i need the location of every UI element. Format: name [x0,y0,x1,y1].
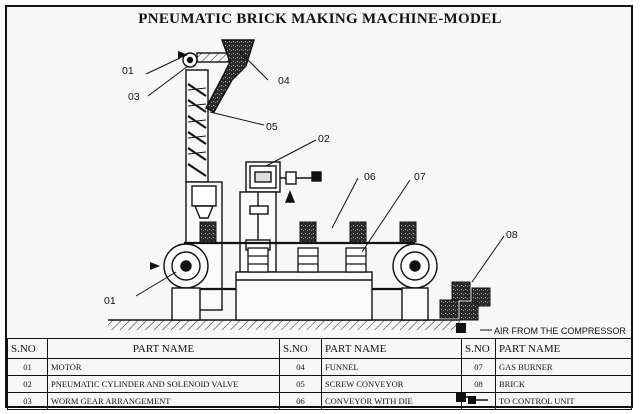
pneumatic-cylinder [239,161,322,273]
table-row: 02 PNEUMATIC CYLINDER AND SOLENOID VALVE… [7,375,632,393]
funnel [205,39,255,113]
ground [108,319,460,330]
row-3-sno-3 [461,392,496,410]
callout-04: 04 [278,75,290,87]
callout-01-bottom: 01 [104,295,116,307]
callout-06: 06 [364,171,376,183]
compressor-note: AIR FROM THE COMPRESSOR [494,326,626,336]
row-2-sno-1: 02 [7,375,48,393]
callout-03: 03 [128,91,140,103]
table-row: 01 MOTOR 04 FUNNEL 07 GAS BURNER [7,358,632,376]
row-1-sno-1: 01 [7,358,48,376]
parts-table: S.NO PART NAME S.NO PART NAME S.NO PART … [7,338,632,410]
row-3-sno-2: 06 [279,392,322,410]
header-sno-3: S.NO [461,338,496,359]
row-2-part-3: BRICK [495,375,632,393]
row-1-sno-3: 07 [461,358,496,376]
row-1-part-1: MOTOR [47,358,280,376]
header-sno-2: S.NO [279,338,322,359]
table-row: 03 WORM GEAR ARRANGEMENT 06 CONVEYOR WIT… [7,392,632,410]
row-1-part-2: FUNNEL [321,358,462,376]
row-2-part-1: PNEUMATIC CYLINDER AND SOLENOID VALVE [47,375,280,393]
row-3-part-3: TO CONTROL UNIT [495,392,632,410]
callout-labels: 01 03 04 05 02 06 07 08 01 AIR FROM THE … [104,65,626,336]
row-3-part-2: CONVEYOR WITH DIE [321,392,462,410]
callout-02: 02 [318,133,330,145]
row-2-part-2: SCREW CONVEYOR [321,375,462,393]
header-part-name-2: PART NAME [321,338,462,359]
brick-stack [439,281,491,321]
row-3-sno-1: 03 [7,392,48,410]
control-unit-arrow-icon [467,396,488,404]
row-2-sno-2: 05 [279,375,322,393]
header-sno-1: S.NO [7,338,48,359]
conveyor-with-die [163,241,438,321]
leader-lines [135,51,505,331]
row-1-part-3: GAS BURNER [495,358,632,376]
bricks-on-conveyor [199,221,417,243]
callout-07: 07 [414,171,426,183]
table-header-row: S.NO PART NAME S.NO PART NAME S.NO PART … [7,338,632,359]
header-part-name-3: PART NAME [495,338,632,359]
callout-05: 05 [266,121,278,133]
header-part-name-1: PART NAME [47,338,280,359]
callout-08: 08 [506,229,518,241]
gas-burners [247,247,367,273]
row-1-sno-2: 04 [279,358,322,376]
row-3-part-1: WORM GEAR ARRANGEMENT [47,392,280,410]
diagram-title: PNEUMATIC BRICK MAKING MACHINE-MODEL [138,11,502,27]
row-2-sno-3: 08 [461,375,496,393]
callout-01-top: 01 [122,65,134,77]
